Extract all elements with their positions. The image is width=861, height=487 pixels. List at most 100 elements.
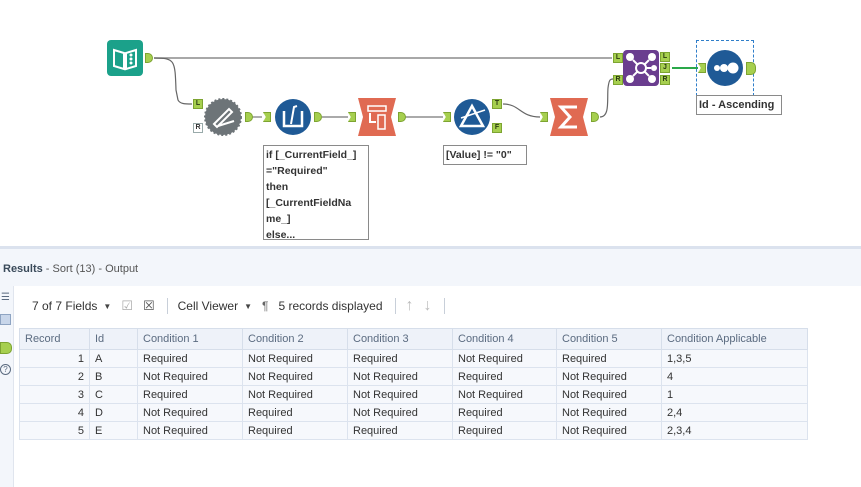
table-cell[interactable]: Not Required — [137, 421, 243, 440]
join-left-input-anchor[interactable]: L — [613, 53, 623, 63]
table-header-row: Record Id Condition 1 Condition 2 Condit… — [19, 328, 808, 350]
join-left-output-anchor[interactable]: L — [660, 52, 670, 62]
column-header[interactable]: Record — [19, 328, 90, 350]
cell-viewer-dropdown[interactable]: Cell Viewer ▼ — [178, 299, 252, 313]
cell-viewer-label: Cell Viewer — [177, 299, 239, 313]
anchor-label: R — [662, 76, 668, 83]
table-cell[interactable]: Not Required — [242, 367, 348, 386]
summarize-tool[interactable] — [550, 98, 588, 136]
table-cell[interactable]: Not Required — [137, 403, 243, 422]
table-cell[interactable]: Required — [452, 421, 557, 440]
record-number-cell[interactable]: 4 — [19, 403, 90, 422]
table-cell[interactable]: Not Required — [452, 385, 557, 404]
column-header[interactable]: Condition 3 — [347, 328, 453, 350]
multi-field-formula-tool[interactable] — [274, 98, 312, 136]
append-output-anchor[interactable] — [245, 112, 253, 122]
join-tool[interactable] — [623, 50, 659, 86]
table-cell[interactable]: Required — [242, 403, 348, 422]
table-cell[interactable]: Not Required — [347, 367, 453, 386]
table-cell[interactable]: Not Required — [347, 385, 453, 404]
table-cell[interactable]: D — [89, 403, 138, 422]
table-cell[interactable]: Not Required — [556, 385, 662, 404]
join-joined-output-anchor[interactable]: J — [660, 63, 670, 73]
table-cell[interactable]: Required — [452, 403, 557, 422]
connection-summarize-to-join-right — [599, 78, 614, 118]
table-cell[interactable]: 1,3,5 — [661, 349, 808, 368]
pilcrow-icon[interactable]: ¶ — [262, 299, 269, 313]
table-cell[interactable]: Not Required — [452, 349, 557, 368]
record-number-cell[interactable]: 5 — [19, 421, 90, 440]
table-cell[interactable]: Not Required — [242, 349, 348, 368]
filter-true-anchor[interactable]: T — [492, 99, 502, 109]
list-icon[interactable]: ☰ — [1, 292, 10, 303]
table-cell[interactable]: 2,4 — [661, 403, 808, 422]
table-cell[interactable]: Required — [452, 367, 557, 386]
help-icon[interactable]: ? — [0, 364, 11, 375]
arrow-down-icon[interactable]: ↓ — [423, 297, 432, 314]
arrow-up-icon[interactable]: ↑ — [405, 297, 414, 314]
table-cell[interactable]: E — [89, 421, 138, 440]
column-header[interactable]: Id — [89, 328, 138, 350]
record-number-cell[interactable]: 2 — [19, 367, 90, 386]
transpose-tool[interactable] — [358, 98, 396, 136]
filter-tool[interactable] — [453, 98, 491, 136]
checkbox-icon[interactable]: ☑ — [121, 298, 133, 313]
table-cell[interactable]: Required — [137, 385, 243, 404]
formula-output-anchor[interactable] — [314, 112, 322, 122]
column-header[interactable]: Condition 5 — [556, 328, 662, 350]
results-panel: 7 of 7 Fields ▼ ☑ ☒ Cell Viewer ▼ ¶ 5 re… — [13, 286, 861, 487]
results-title: Results - Sort (13) - Output — [3, 263, 138, 275]
sort-tool[interactable] — [706, 49, 744, 87]
sigma-icon — [550, 98, 588, 136]
table-cell[interactable]: 1 — [661, 385, 808, 404]
column-header[interactable]: Condition Applicable — [661, 328, 808, 350]
column-header[interactable]: Condition 2 — [242, 328, 348, 350]
table-cell[interactable]: Not Required — [242, 385, 348, 404]
table-cell[interactable]: B — [89, 367, 138, 386]
table-cell[interactable]: Not Required — [556, 403, 662, 422]
join-right-input-anchor[interactable]: R — [613, 75, 623, 85]
table-cell[interactable]: Required — [137, 349, 243, 368]
input-data-tool[interactable] — [107, 40, 143, 76]
workflow-canvas[interactable]: L R if [_CurrentField_] ="Required" then… — [0, 0, 861, 246]
input-anchor-icon[interactable] — [0, 314, 11, 325]
append-target-anchor[interactable]: L — [193, 99, 203, 109]
record-number-cell[interactable]: 1 — [19, 349, 90, 368]
table-cell[interactable]: A — [89, 349, 138, 368]
connection-filter-to-summarize — [502, 103, 541, 118]
anchor-label: F — [494, 124, 500, 131]
sort-output-anchor[interactable] — [746, 62, 756, 75]
annotation-line: ="Required" — [266, 165, 328, 177]
filter-false-anchor[interactable]: F — [492, 123, 502, 133]
table-cell[interactable]: 4 — [661, 367, 808, 386]
table-cell[interactable]: C — [89, 385, 138, 404]
table-cell[interactable]: Required — [556, 349, 662, 368]
append-source-anchor[interactable]: R — [193, 123, 203, 133]
table-cell[interactable]: 2,3,4 — [661, 421, 808, 440]
join-right-output-anchor[interactable]: R — [660, 75, 670, 85]
append-fields-tool[interactable] — [204, 98, 242, 136]
table-cell[interactable]: Not Required — [137, 367, 243, 386]
table-cell[interactable]: Not Required — [556, 367, 662, 386]
column-header[interactable]: Condition 4 — [452, 328, 557, 350]
table-cell[interactable]: Required — [242, 421, 348, 440]
summarize-output-anchor[interactable] — [591, 112, 599, 122]
fields-dropdown[interactable]: 7 of 7 Fields ▼ — [32, 299, 111, 313]
transpose-output-anchor[interactable] — [398, 112, 406, 122]
anchor-label: T — [494, 100, 500, 107]
output-anchor-icon[interactable] — [0, 342, 12, 354]
clear-icon[interactable]: ☒ — [142, 298, 155, 313]
anchor-label: J — [663, 64, 667, 71]
input-output-anchor[interactable] — [145, 53, 153, 63]
record-number-cell[interactable]: 3 — [19, 385, 90, 404]
table-cell[interactable]: Not Required — [347, 403, 453, 422]
table-cell[interactable]: Required — [347, 349, 453, 368]
table-cell[interactable]: Not Required — [556, 421, 662, 440]
table-cell[interactable]: Required — [347, 421, 453, 440]
column-header[interactable]: Condition 1 — [137, 328, 243, 350]
